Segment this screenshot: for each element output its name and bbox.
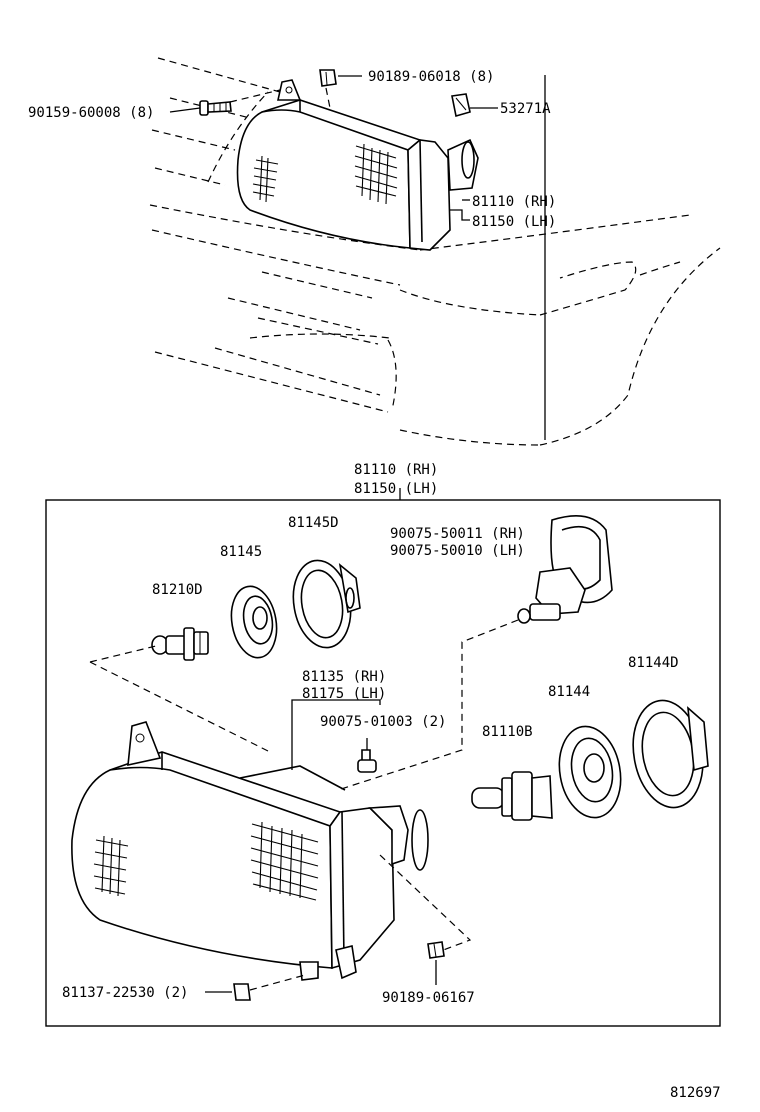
label-cover-main: 81144D: [628, 655, 679, 671]
label-housing-lh: 81175 (LH): [302, 686, 386, 702]
clip-icon: [451, 93, 471, 118]
box-title-lh: 81150 (LH): [354, 481, 438, 497]
label-socket-main: 81144: [548, 684, 590, 700]
label-nut: 90189-06018 (8): [368, 69, 494, 85]
screw-icon: [357, 749, 377, 773]
label-assembly-rh: 81110 (RH): [472, 194, 556, 210]
label-housing-rh: 81135 (RH): [302, 669, 386, 685]
diagram-number: 812697: [670, 1085, 721, 1101]
label-screw: 90075-01003 (2): [320, 714, 446, 730]
vehicle-body-outline: [149, 57, 721, 446]
nut-icon: [319, 69, 337, 87]
main-socket-icon: [558, 725, 622, 819]
main-dust-cover-icon: [632, 699, 709, 809]
label-bulb-small: 81210D: [152, 582, 203, 598]
small-socket-icon: [230, 585, 278, 659]
retainer-icon: [233, 983, 251, 1001]
label-nut-bottom: 90189-06167: [382, 990, 475, 1006]
label-clip: 53271A: [500, 101, 551, 117]
label-bolt: 90159-60008 (8): [28, 105, 154, 121]
label-cover-small: 81145D: [288, 515, 339, 531]
label-socket-harness-rh: 90075-50011 (RH): [390, 526, 525, 542]
label-assembly-lh: 81150 (LH): [472, 214, 556, 230]
headlamp-assembly-exploded: [71, 721, 429, 981]
exploded-view-frame: [45, 499, 721, 1027]
bottom-nut-icon: [427, 941, 445, 959]
headlamp-assembly-installed: [229, 75, 546, 440]
main-bulb-icon: [471, 771, 553, 821]
label-bulb-main: 81110B: [482, 724, 533, 740]
label-socket-harness-lh: 90075-50010 (LH): [390, 543, 525, 559]
box-title-rh: 81110 (RH): [354, 462, 438, 478]
label-retainer: 81137-22530 (2): [62, 985, 188, 1001]
bolt-icon: [199, 100, 232, 116]
small-bulb-icon: [151, 627, 209, 661]
small-dust-cover-icon: [292, 559, 361, 649]
label-socket-small: 81145: [220, 544, 262, 560]
socket-harness-icon: [517, 514, 613, 624]
